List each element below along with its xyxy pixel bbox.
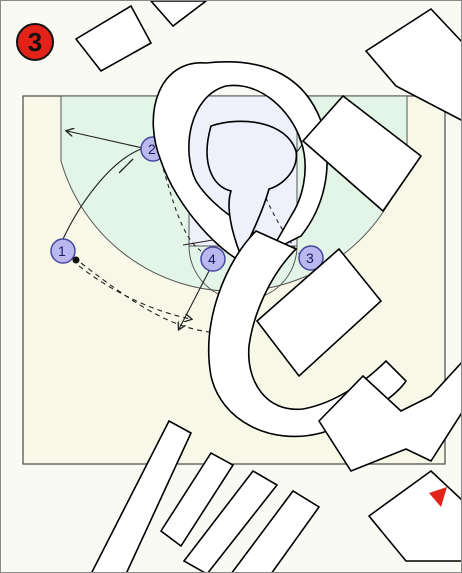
player-1[interactable]: 1 <box>51 239 75 263</box>
player-4[interactable]: 4 <box>201 247 225 271</box>
player-1-label: 1 <box>58 243 66 259</box>
ball-icon <box>73 257 80 264</box>
player-3-label: 3 <box>306 250 314 266</box>
player-4-label: 4 <box>208 251 216 267</box>
